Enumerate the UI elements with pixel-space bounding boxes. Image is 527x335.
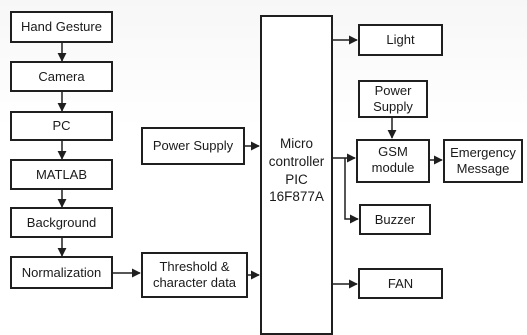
pc-label: PC — [52, 118, 71, 134]
microcontroller-label: Micro controller PIC 16F877A — [268, 136, 325, 205]
arrow-mcu-to-buzzer — [344, 158, 359, 224]
connector-layer — [57, 35, 443, 289]
matlab-label: MATLAB — [35, 166, 88, 182]
emergency-message-label: Emergency Message — [450, 145, 516, 176]
fan-label: FAN — [387, 275, 414, 291]
gsm-module-label: GSM module — [371, 144, 415, 175]
camera-block: Camera — [10, 61, 113, 92]
fan-block: FAN — [358, 268, 443, 299]
microcontroller-block: Micro controller PIC 16F877A — [260, 15, 333, 335]
normalization-label: Normalization — [21, 264, 102, 280]
matlab-block: MATLAB — [10, 159, 113, 190]
power-supply-block: Power Supply — [141, 127, 245, 165]
gsm-module-block: GSM module — [356, 139, 430, 183]
emergency-message-block: Emergency Message — [443, 139, 523, 183]
pc-block: PC — [10, 111, 113, 141]
hand-gesture-block: Hand Gesture — [10, 11, 113, 43]
camera-label: Camera — [38, 68, 85, 84]
background-label: Background — [26, 214, 97, 230]
power-supply-label: Power Supply — [152, 138, 234, 154]
background-block: Background — [10, 207, 113, 238]
light-label: Light — [386, 32, 415, 48]
normalization-block: Normalization — [10, 256, 113, 289]
light-block: Light — [358, 24, 443, 56]
power-supply-gsm-label: Power Supply — [373, 83, 413, 114]
hand-gesture-label: Hand Gesture — [21, 19, 102, 35]
power-supply-gsm-block: Power Supply — [358, 80, 428, 118]
threshold-label: Threshold & character data — [152, 259, 237, 290]
buzzer-label: Buzzer — [374, 211, 416, 227]
threshold-block: Threshold & character data — [141, 252, 248, 298]
buzzer-block: Buzzer — [359, 204, 431, 235]
